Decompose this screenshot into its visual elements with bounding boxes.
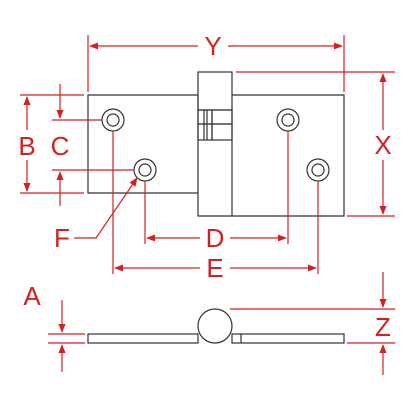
dimension-f: F [54,177,138,253]
label-z: Z [375,312,391,342]
label-c: C [51,131,70,161]
side-knuckle [197,308,233,344]
dimension-a: A [23,281,85,372]
screw-hole-right-top [276,108,300,132]
dimension-x: X [236,71,395,217]
left-leaf-outline [87,94,232,217]
screw-hole-left-top [101,108,125,132]
screw-hole-right-bottom [306,158,330,182]
dimension-z: Z [230,272,395,375]
label-x: X [374,130,391,160]
dimension-c: C [51,84,134,206]
knuckle-segment-2 [211,109,233,125]
side-right-leaf [231,333,345,344]
label-e: E [206,253,223,283]
dimension-e: E [112,131,319,283]
label-y: Y [204,31,221,61]
label-a: A [23,281,41,311]
label-f: F [54,223,70,253]
knuckle-segment-3 [197,123,213,141]
right-leaf-outline [231,94,345,217]
dimension-y: Y [87,31,345,92]
label-b: B [18,131,35,161]
screw-hole-left-bottom [133,158,157,182]
knuckle-segment-4 [211,123,233,141]
side-left-leaf [87,333,199,344]
hinge-side-view [87,308,345,344]
knuckle-top [197,71,233,111]
knuckle-segment-1 [197,109,213,125]
dimension-d: D [144,131,289,253]
dimension-b: B [18,94,84,194]
label-d: D [206,223,225,253]
